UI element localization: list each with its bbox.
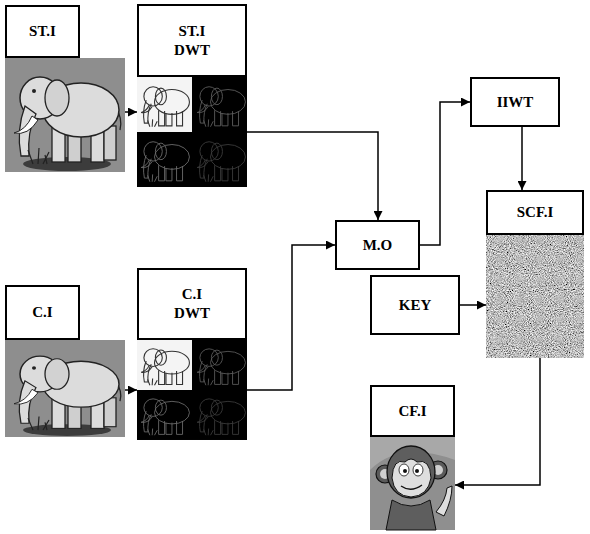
image-label: C.I xyxy=(5,285,80,340)
flow-arrow xyxy=(125,111,137,113)
flow-arrow xyxy=(455,358,540,485)
process-box: M.O xyxy=(335,220,420,270)
node-frame: C.I xyxy=(5,285,125,437)
elephant-image xyxy=(5,340,125,437)
dwt-image xyxy=(137,340,247,440)
image-label: CF.I xyxy=(370,385,455,437)
key-box: KEY xyxy=(370,275,460,335)
node-frame: SCF.I xyxy=(486,190,584,358)
process-box: IIWT xyxy=(470,77,560,127)
node-frame: KEY xyxy=(370,275,460,335)
node-frame: ST.I xyxy=(5,5,125,172)
node-frame: IIWT xyxy=(470,77,560,127)
node-label: ST.I xyxy=(29,22,56,41)
monkey-image xyxy=(370,437,455,530)
node-label: C.I xyxy=(32,303,52,322)
node-frame: CF.I xyxy=(370,385,455,530)
node-label: KEY xyxy=(399,296,432,315)
image-label: ST.I DWT xyxy=(137,4,247,77)
node-label: M.O xyxy=(363,236,393,255)
node-frame: ST.I DWT xyxy=(137,4,247,187)
flow-arrow xyxy=(247,132,378,220)
node-label: CF.I xyxy=(398,402,426,421)
flow-arrow xyxy=(521,127,523,190)
node-label: ST.I DWT xyxy=(168,22,216,60)
node-frame: M.O xyxy=(335,220,420,270)
image-label: C.I DWT xyxy=(137,268,247,340)
flow-arrow xyxy=(460,304,486,306)
node-label: IIWT xyxy=(497,93,534,112)
dwt-image xyxy=(137,77,247,187)
flow-arrow xyxy=(247,245,335,390)
node-frame: C.I DWT xyxy=(137,268,247,440)
elephant-image xyxy=(5,58,125,172)
flow-arrow xyxy=(420,102,470,245)
noise-image xyxy=(486,235,584,358)
image-label: SCF.I xyxy=(486,190,584,235)
node-label: SCF.I xyxy=(517,203,554,222)
flow-arrow xyxy=(125,389,137,391)
image-label: ST.I xyxy=(5,5,80,58)
node-label: C.I DWT xyxy=(168,285,216,323)
